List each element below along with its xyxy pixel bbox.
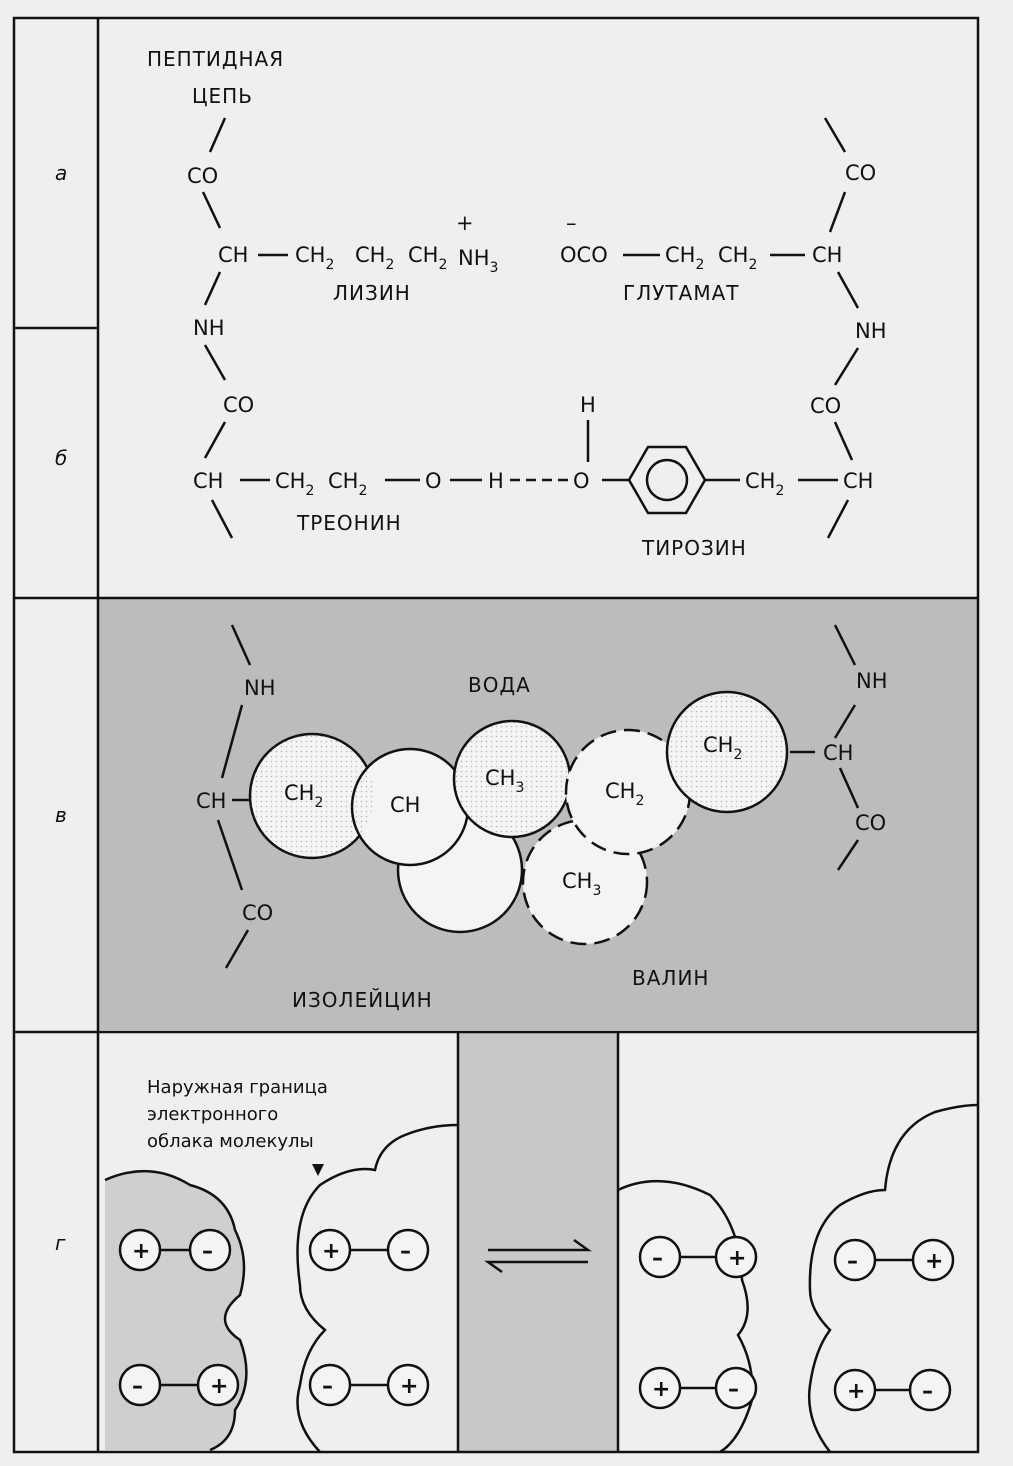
sphere-ch2-isoleucine: CH2 [284,781,323,811]
threonine-label: ТРЕОНИН [296,511,402,535]
dipole-2 [118,1363,240,1407]
threonine-ch2-2: CH2 [328,469,367,499]
left-backbone-bonds [201,117,288,539]
dipole-6-plus: + [652,1377,670,1402]
glutamate-ch2-2: CH2 [718,243,757,273]
dipole-7-minus: – [847,1249,858,1274]
glutamate-minus-sign: – [566,211,577,235]
dipole-8-minus: – [922,1379,933,1404]
tyrosine-ch2: CH2 [745,469,784,499]
dipole-3-minus: – [400,1239,411,1264]
threonine-ch2-1: CH2 [275,469,314,499]
tyrosine-o: O [573,469,590,493]
row-label-b: б [55,446,67,470]
dipole-2-minus: – [132,1374,143,1399]
co-panel-v-right: CO [855,811,886,835]
dipole-1 [118,1228,232,1272]
dipole-5-plus: + [728,1246,746,1271]
benzene-ring [627,445,707,515]
dipole-4-minus: – [322,1374,333,1399]
sphere-ch2-valine-right: CH2 [703,733,742,763]
nh-right: NH [855,319,887,343]
hydrogen-bond-lines [385,420,838,482]
peptide-label-line1: ПЕПТИДНАЯ [147,47,284,71]
co-right-b: CO [810,394,841,418]
dipole-5-minus: – [652,1246,663,1271]
row-label-v: в [55,803,67,827]
glutamate-label: ГЛУТАМАТ [623,281,739,305]
lysine-ch2-3: CH2 [408,243,447,273]
lysine-plus-sign: + [456,211,474,235]
cloud-outline-4 [808,1103,979,1453]
nh-panel-v-right: NH [856,669,888,693]
lysine-nh3: NH3 [458,246,498,276]
co-right-a: CO [845,161,876,185]
threonine-o: O [425,469,442,493]
sphere-ch2-valine-left: CH2 [605,779,644,809]
lysine-ch2-2: CH2 [355,243,394,273]
ch-right-b: CH [843,469,873,493]
panel-v-bonds [216,624,860,969]
dipole-3-plus: + [322,1239,340,1264]
frame [12,16,980,1454]
dipole-8-plus: + [847,1379,865,1404]
dipole-1-minus: – [202,1239,213,1264]
isoleucine-spheres [248,719,572,934]
co-left-a: CO [187,164,218,188]
co-panel-v-left: CO [242,901,273,925]
panel-g-left-cloud [105,1171,247,1450]
ch-panel-v-right: CH [823,741,853,765]
sphere-ch3-valine: CH3 [562,869,601,899]
tyrosine-h: H [580,393,596,417]
valine-spheres [521,690,789,946]
nh-panel-v-left: NH [244,676,276,700]
annotation-line3: облака молекулы [147,1131,314,1152]
dipole-6-minus: – [728,1377,739,1402]
dipole-1-plus: + [132,1239,150,1264]
sphere-ch-isoleucine: CH [390,793,420,817]
dipole-2-plus: + [210,1374,228,1399]
row-label-a: а [55,161,67,185]
ch-panel-v-left: CH [196,789,226,813]
annotation-pointer [312,1164,324,1176]
ch-right-a: CH [812,243,842,267]
glutamate-ch2-1: CH2 [665,243,704,273]
isoleucine-label: ИЗОЛЕЙЦИН [292,988,433,1012]
tyrosine-label: ТИРОЗИН [641,536,747,560]
ch-left-b: CH [193,469,223,493]
dipole-7-plus: + [925,1249,943,1274]
lysine-label: ЛИЗИН [333,281,411,305]
co-left-b: CO [223,393,254,417]
threonine-h: H [488,469,504,493]
annotation-line1: Наружная граница [147,1077,328,1098]
annotation-line2: электронного [147,1104,278,1125]
lysine-ch2-1: CH2 [295,243,334,273]
dipole-3 [308,1228,430,1272]
dipole-4 [308,1363,430,1407]
cloud-outline-2 [296,1123,459,1453]
ch-left-a: CH [218,243,248,267]
cloud-outline-1 [104,1169,248,1452]
water-label: ВОДА [468,673,531,697]
dipole-7 [833,1238,955,1282]
dipole-5 [638,1235,758,1279]
dipole-4-plus: + [400,1374,418,1399]
glutamate-oco: OCO [560,243,608,267]
nh-left: NH [193,316,225,340]
row-label-g: г [55,1231,66,1255]
panel-g-middle-background [458,1032,618,1452]
peptide-label-line2: ЦЕПЬ [192,84,253,108]
valine-label: ВАЛИН [632,966,709,990]
sphere-ch3-isoleucine: CH3 [485,766,524,796]
dipole-8 [833,1368,952,1412]
dipole-6 [638,1366,758,1410]
right-backbone-bonds [823,117,860,539]
equilibrium-arrows-icon [484,1238,592,1274]
